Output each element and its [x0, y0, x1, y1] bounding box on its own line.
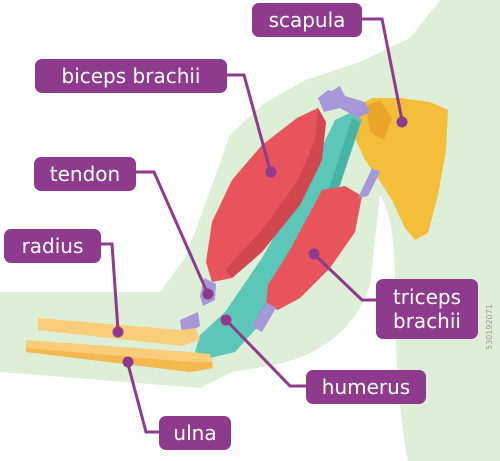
dot-scapula [396, 116, 408, 128]
ulna-shadow [26, 348, 212, 372]
biceps-shadow [225, 108, 326, 278]
leader-tendon [134, 170, 209, 294]
label-biceps-brachii: biceps brachii [35, 59, 227, 93]
dot-biceps [265, 166, 277, 178]
label-scapula-text: scapula [268, 8, 346, 32]
label-triceps-line2: brachii [393, 309, 461, 333]
label-biceps-text: biceps brachii [61, 64, 201, 88]
tendon-triceps [358, 168, 380, 198]
scapula-shadow [366, 100, 392, 140]
humerus-shadow [256, 118, 360, 320]
label-ulna: ulna [159, 416, 231, 450]
label-humerus: humerus [306, 370, 426, 404]
dot-humerus [220, 314, 232, 326]
dot-tendon [202, 288, 214, 300]
label-triceps-brachii: triceps brachii [376, 279, 478, 339]
label-ulna-text: ulna [173, 421, 217, 445]
label-triceps-line1: triceps [392, 285, 462, 309]
tendon-upper-2 [330, 86, 346, 104]
biceps-muscle [206, 108, 326, 282]
label-tendon-text: tendon [49, 162, 121, 186]
dot-ulna [122, 356, 134, 368]
dot-radius [112, 326, 124, 338]
humerus-bone [195, 112, 362, 358]
leader-biceps [225, 73, 272, 172]
leader-humerus [226, 320, 308, 388]
leader-triceps [314, 254, 378, 302]
label-humerus-text: humerus [321, 375, 411, 399]
label-radius: radius [4, 229, 101, 263]
stock-id-text: 530192071 [485, 304, 494, 350]
leader-lines [99, 17, 408, 434]
leader-radius [99, 242, 120, 332]
leader-scapula [360, 17, 404, 122]
triceps-muscle [266, 186, 362, 310]
tendon-triceps-lower [252, 302, 276, 332]
label-radius-text: radius [21, 234, 84, 258]
dot-triceps [308, 248, 320, 260]
label-scapula: scapula [252, 3, 362, 37]
tendon-upper [318, 90, 370, 118]
leader-ulna [126, 362, 161, 434]
label-tendon: tendon [34, 157, 136, 191]
